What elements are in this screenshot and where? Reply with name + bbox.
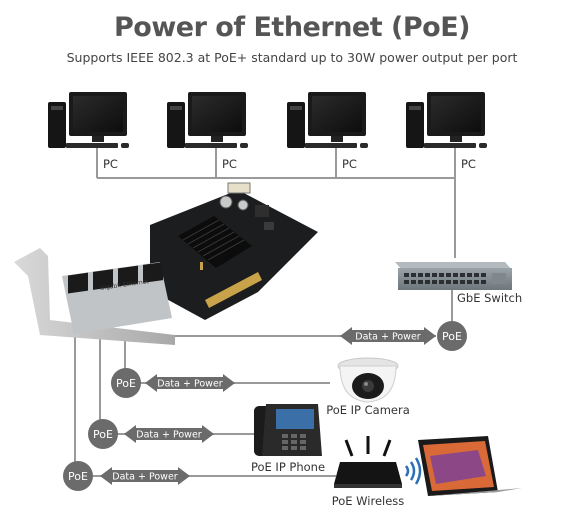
pc-label: PC <box>342 157 357 171</box>
power-connector <box>227 182 251 194</box>
pc-keyboard <box>185 143 237 148</box>
svg-text:PoE: PoE <box>442 330 462 343</box>
laptop <box>418 436 522 496</box>
poe-badge-camera: PoE <box>111 368 141 398</box>
poe-pcie-card: Gigabit Ethernet <box>14 182 318 345</box>
rj45-port <box>68 272 88 294</box>
rj45-port <box>118 265 138 287</box>
wifi-signal-icon <box>404 457 422 485</box>
pc-keyboard <box>66 143 118 148</box>
data-power-arrow: Data + Power <box>145 374 235 392</box>
data-power-arrow: Data + Power <box>124 425 214 443</box>
poe-badge-switch: PoE <box>437 321 467 351</box>
ip-phone <box>254 404 322 456</box>
pc-4 <box>406 92 487 148</box>
svg-text:PoE: PoE <box>93 428 113 441</box>
data-power-arrow: Data + Power <box>340 327 436 345</box>
pc-1 <box>48 92 129 148</box>
wireless-router <box>334 436 402 488</box>
card-bracket <box>14 248 175 345</box>
svg-text:PoE: PoE <box>116 377 136 390</box>
switch-label: GbE Switch <box>457 291 522 305</box>
pc-3 <box>287 92 368 148</box>
rj45-port <box>93 269 113 290</box>
svg-text:Data + Power: Data + Power <box>157 379 222 390</box>
pc-tower <box>167 102 185 148</box>
pc-label: PC <box>103 157 118 171</box>
gbe-switch <box>395 262 512 290</box>
page-title: Power of Ethernet (PoE) <box>113 12 471 43</box>
heatsink <box>178 216 252 268</box>
svg-text:PoE: PoE <box>68 470 88 483</box>
pc-keyboard <box>424 143 476 148</box>
pc-label: PC <box>222 157 237 171</box>
ip-camera <box>337 357 399 403</box>
pc-keyboard <box>305 143 357 148</box>
pc-2 <box>167 92 248 148</box>
pc-label: PC <box>461 157 476 171</box>
poe-badge-wireless: PoE <box>63 461 93 491</box>
pc-tower <box>406 102 424 148</box>
page-subtitle: Supports IEEE 802.3 at PoE+ standard up … <box>66 50 518 65</box>
poe-badge-phone: PoE <box>88 419 118 449</box>
rj45-port <box>143 262 163 283</box>
svg-text:Data + Power: Data + Power <box>136 430 201 441</box>
device-label-wireless: PoE Wireless <box>332 494 405 508</box>
device-label-camera: PoE IP Camera <box>326 403 410 417</box>
svg-text:Data + Power: Data + Power <box>355 332 420 343</box>
data-power-arrow: Data + Power <box>100 467 190 485</box>
pc-tower <box>48 102 66 148</box>
rj45-port-block: Gigabit Ethernet <box>62 262 172 334</box>
device-label-phone: PoE IP Phone <box>251 460 325 474</box>
pc-tower <box>287 102 305 148</box>
svg-text:Data + Power: Data + Power <box>112 472 177 483</box>
